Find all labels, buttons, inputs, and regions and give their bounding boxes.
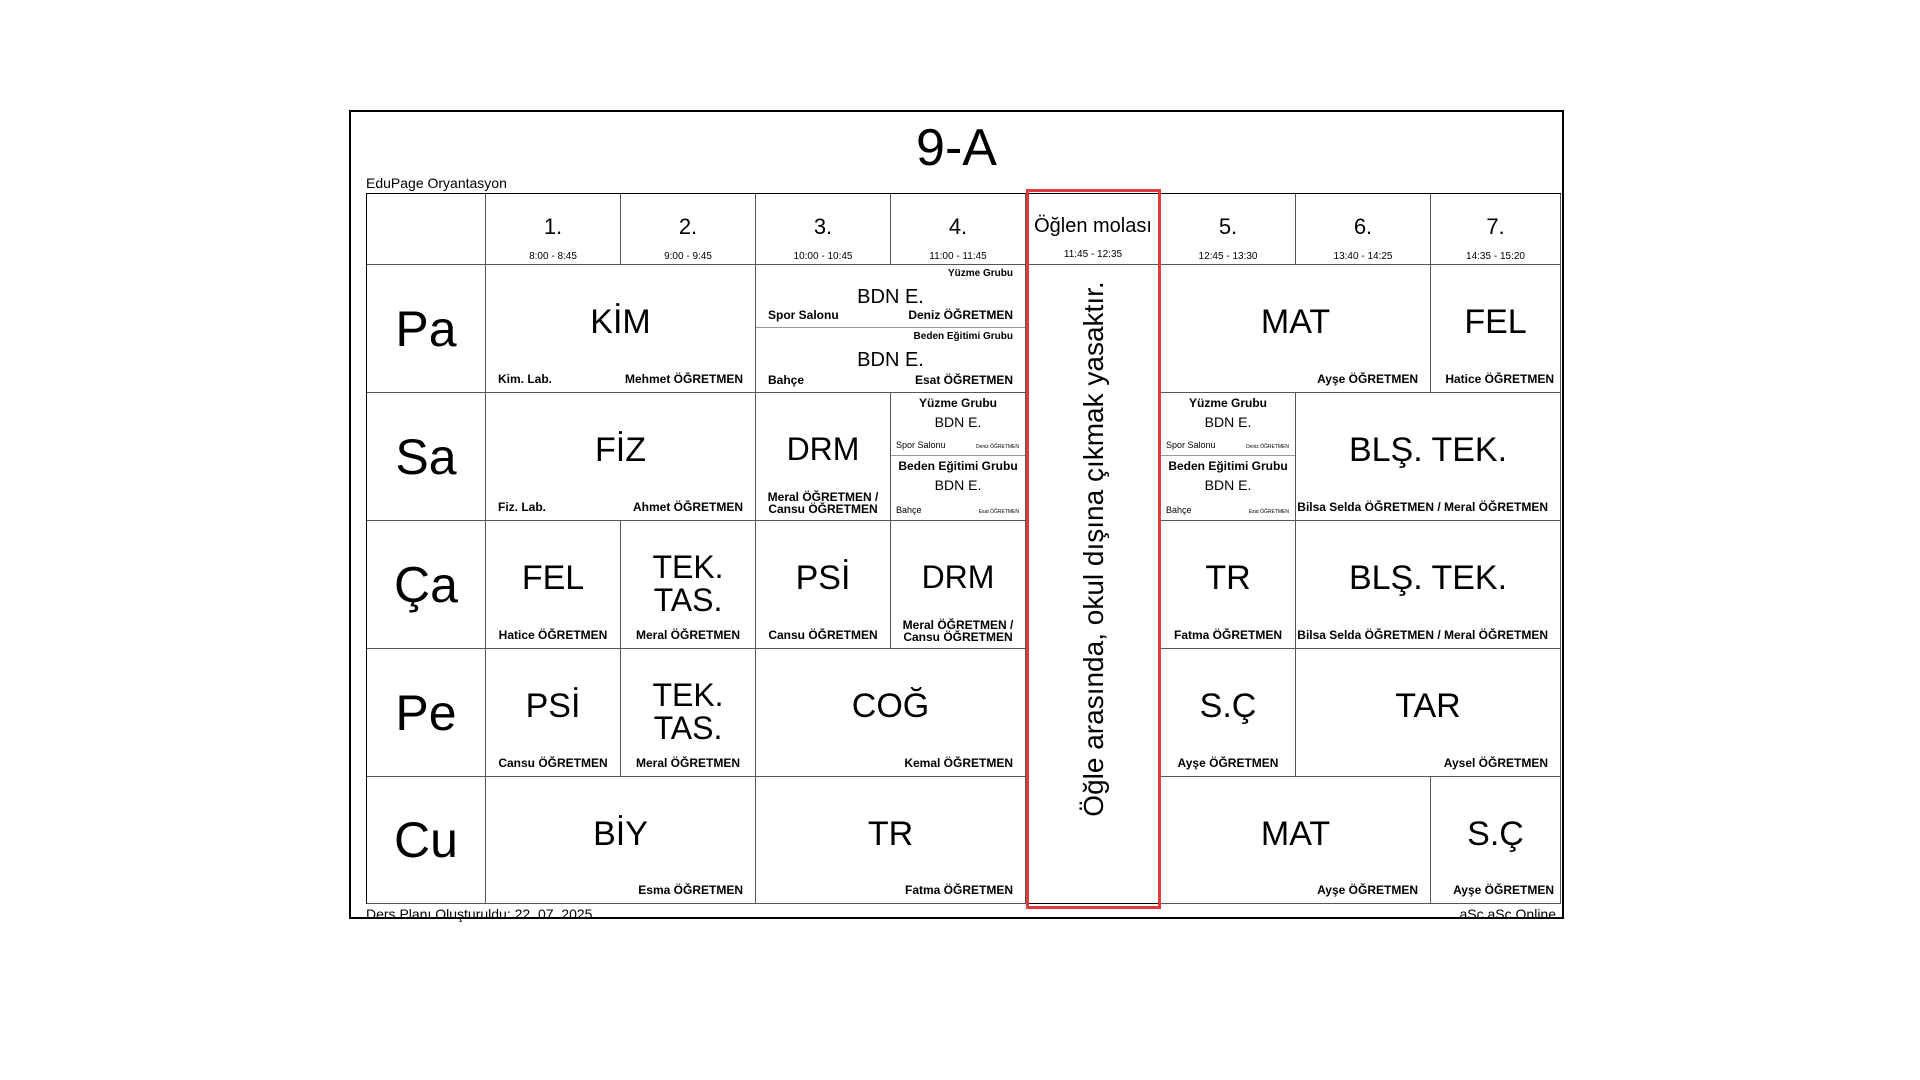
lesson-sa-bdn-5[interactable]: Yüzme Grubu BDN E. Spor Salonu Deniz ÖĞR… <box>1161 393 1296 521</box>
period-header-7: 7. 14:35 - 15:20 <box>1431 194 1561 265</box>
corner-cell <box>367 194 486 265</box>
footer-created-date: Ders Planı Oluşturuldu: 22. 07. 2025 <box>366 906 593 922</box>
lesson-ca-psi[interactable]: PSİ Cansu ÖĞRETMEN <box>756 521 891 649</box>
period-header-6: 6. 13:40 - 14:25 <box>1296 194 1431 265</box>
lesson-cu-tr[interactable]: TR Fatma ÖĞRETMEN <box>756 777 1026 904</box>
period-header-4: 4. 11:00 - 11:45 <box>891 194 1026 265</box>
lesson-cu-sc[interactable]: S.Ç Ayşe ÖĞRETMEN <box>1431 777 1561 904</box>
lesson-pe-psi[interactable]: PSİ Cansu ÖĞRETMEN <box>486 649 621 777</box>
lesson-cu-mat[interactable]: MAT Ayşe ÖĞRETMEN <box>1161 777 1431 904</box>
lesson-pa-mat[interactable]: MAT Ayşe ÖĞRETMEN <box>1161 265 1431 393</box>
lesson-pe-tek[interactable]: TEK. TAS. Meral ÖĞRETMEN <box>621 649 756 777</box>
lesson-sa-fiz[interactable]: FİZ Fiz. Lab. Ahmet ÖĞRETMEN <box>486 393 756 521</box>
lesson-pe-cog[interactable]: COĞ Kemal ÖĞRETMEN <box>756 649 1026 777</box>
timetable-grid: 1. 8:00 - 8:45 2. 9:00 - 9:45 3. 10:00 -… <box>366 193 1561 904</box>
lunch-break-notice: Öğle arasında, okul dışına çıkmak yasakt… <box>1077 281 1109 817</box>
day-label-ca: Ça <box>367 521 486 649</box>
lesson-cu-biy[interactable]: BİY Esma ÖĞRETMEN <box>486 777 756 904</box>
timetable-sheet: 9-A EduPage Oryantasyon 1. 8:00 - 8:45 2… <box>349 110 1564 922</box>
day-label-pa: Pa <box>367 265 486 393</box>
day-label-cu: Cu <box>367 777 486 904</box>
lesson-ca-fel[interactable]: FEL Hatice ÖĞRETMEN <box>486 521 621 649</box>
period-header-3: 3. 10:00 - 10:45 <box>756 194 891 265</box>
lesson-sa-bls[interactable]: BLŞ. TEK. Bilsa Selda ÖĞRETMEN / Meral Ö… <box>1296 393 1561 521</box>
lesson-pa-bdn-group-2: Beden Eğitimi Grubu BDN E. Bahçe Esat ÖĞ… <box>768 331 1013 387</box>
lesson-pa-fel[interactable]: FEL Hatice ÖĞRETMEN <box>1431 265 1561 393</box>
day-label-pe: Pe <box>367 649 486 777</box>
lesson-ca-drm[interactable]: DRM Meral ÖĞRETMEN / Cansu ÖĞRETMEN <box>891 521 1026 649</box>
lesson-pa-bdn[interactable]: Yüzme Grubu BDN E. Spor Salonu Deniz ÖĞR… <box>756 265 1026 393</box>
day-label-sa: Sa <box>367 393 486 521</box>
footer-brand: aSc aSc Online <box>1459 906 1557 922</box>
page-title: 9-A <box>916 119 997 177</box>
lesson-ca-tr[interactable]: TR Fatma ÖĞRETMEN <box>1161 521 1296 649</box>
lesson-pe-tar[interactable]: TAR Aysel ÖĞRETMEN <box>1296 649 1561 777</box>
school-name: EduPage Oryantasyon <box>366 175 507 191</box>
lesson-pa-kim[interactable]: KİM Kim. Lab. Mehmet ÖĞRETMEN <box>486 265 756 393</box>
lesson-sa-drm[interactable]: DRM Meral ÖĞRETMEN / Cansu ÖĞRETMEN <box>756 393 891 521</box>
period-header-5: 5. 12:45 - 13:30 <box>1161 194 1296 265</box>
lesson-ca-bls[interactable]: BLŞ. TEK. Bilsa Selda ÖĞRETMEN / Meral Ö… <box>1296 521 1561 649</box>
period-header-1: 1. 8:00 - 8:45 <box>486 194 621 265</box>
period-header-2: 2. 9:00 - 9:45 <box>621 194 756 265</box>
lesson-pa-bdn-group-1: Yüzme Grubu BDN E. Spor Salonu Deniz ÖĞR… <box>756 265 1025 328</box>
lesson-sa-bdn-4[interactable]: Yüzme Grubu BDN E. Spor Salonu Deniz ÖĞR… <box>891 393 1026 521</box>
lunch-break-highlight: Öğle arasında, okul dışına çıkmak yasakt… <box>1026 189 1161 909</box>
lesson-ca-tek[interactable]: TEK. TAS. Meral ÖĞRETMEN <box>621 521 756 649</box>
lesson-pe-sc[interactable]: S.Ç Ayşe ÖĞRETMEN <box>1161 649 1296 777</box>
